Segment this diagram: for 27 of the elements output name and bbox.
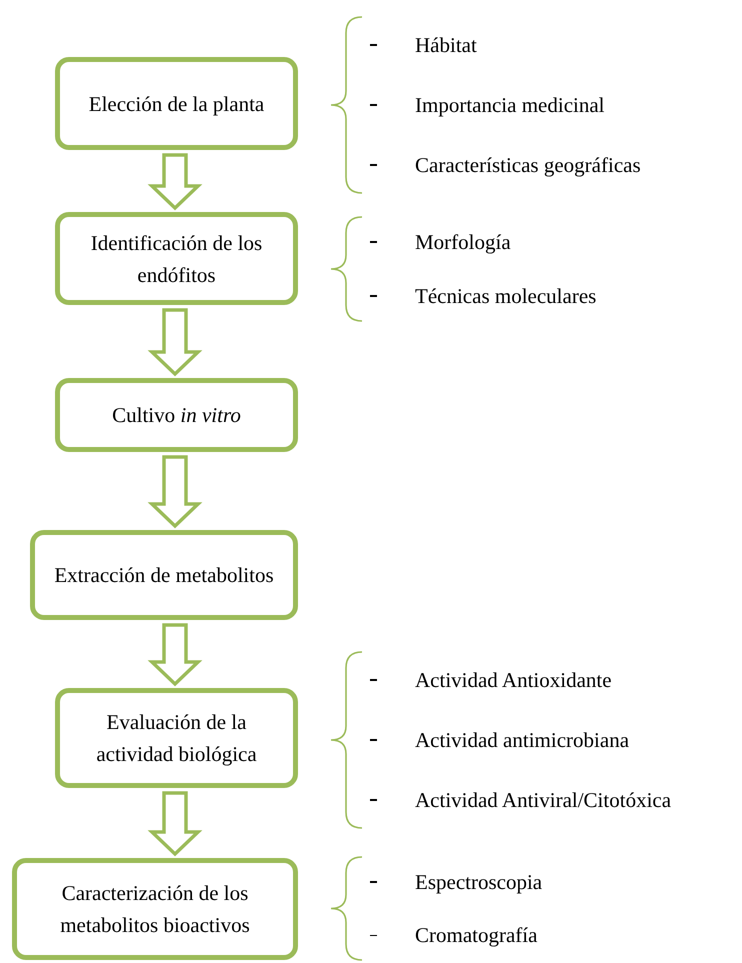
list-item: Técnicas moleculares [415, 283, 596, 310]
block-arrow [148, 308, 202, 376]
box-label: Extracción de metabolitos [54, 562, 274, 589]
box-label: Cultivo in vitro [112, 402, 241, 429]
list-item: Actividad Antioxidante [415, 667, 612, 694]
list-item: Características geográficas [415, 152, 641, 179]
process-box [55, 688, 298, 788]
box-label: Elección de la planta [88, 90, 264, 118]
process-box [12, 858, 298, 960]
list-item: Actividad Antiviral/Citotóxica [415, 787, 672, 814]
box-label: Caracterización de los metabolitos bioactivos [59, 880, 251, 939]
box-label: Identificación de los endófitos [90, 230, 264, 288]
process-box [55, 57, 298, 150]
list-item: Actividad antimicrobiana [415, 727, 630, 754]
block-arrow [148, 455, 202, 528]
list-item: Hábitat [415, 32, 477, 59]
list-item: Cromatografía [415, 922, 538, 950]
process-box [55, 212, 298, 305]
process-box [55, 378, 298, 452]
box-label: Evaluación de la actividad biológica [95, 709, 258, 768]
block-arrow [148, 791, 202, 856]
list-item: Morfología [415, 229, 511, 256]
list-item: Espectroscopia [415, 868, 542, 896]
block-arrow [148, 623, 202, 686]
list-item: Importancia medicinal [415, 92, 605, 119]
block-arrow [148, 153, 202, 210]
process-box [30, 530, 298, 620]
